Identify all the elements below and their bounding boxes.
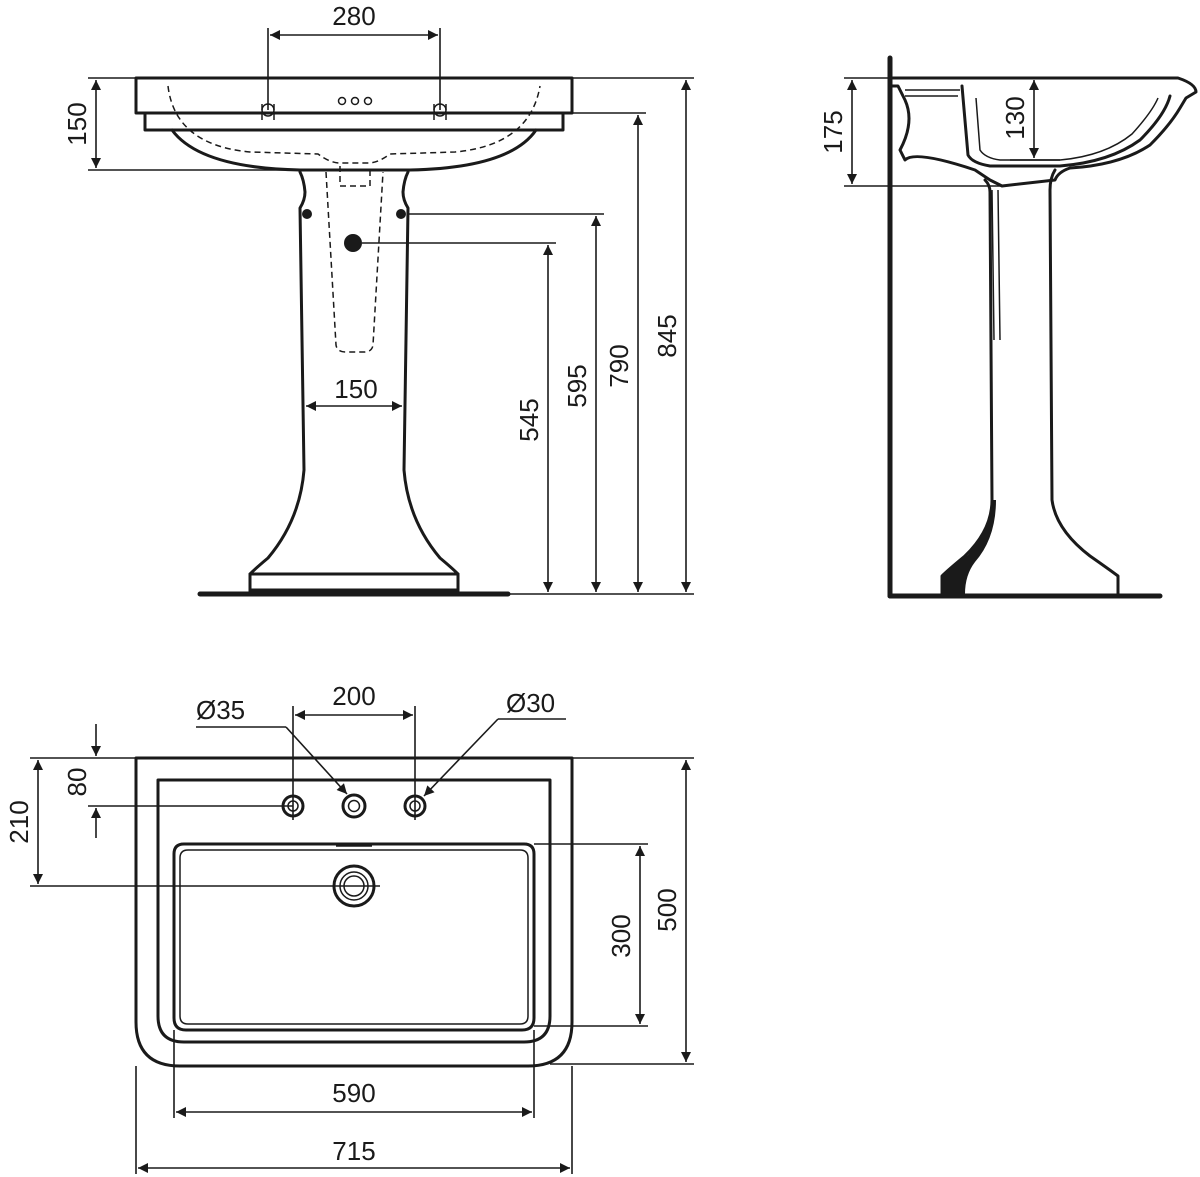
plan-tap-to-back-label: 80 xyxy=(62,768,92,797)
side-basin-profile xyxy=(890,76,1198,188)
plan-tap-hole-center-inner xyxy=(347,799,361,813)
front-fixing-height-label: 595 xyxy=(562,364,592,407)
side-hidden-detail xyxy=(905,89,960,97)
plan-bowl-depth-label: 300 xyxy=(606,914,636,957)
plan-tap-hole-right-label: Ø30 xyxy=(506,688,555,718)
plan-bowl-width-label: 590 xyxy=(332,1078,375,1108)
front-basin-depth-label: 150 xyxy=(62,102,92,145)
front-rim-underside-label: 790 xyxy=(604,344,634,387)
plan-basin-outline xyxy=(134,756,574,1068)
front-pedestal xyxy=(248,170,460,594)
side-bowl-inner-line xyxy=(975,97,1159,161)
side-bowl-depth-label: 130 xyxy=(1000,96,1030,139)
front-overflow-dot-2 xyxy=(350,96,360,106)
front-fixing-point-right xyxy=(396,209,406,219)
side-bowl-inner xyxy=(960,84,1172,168)
plan-bowl-inner-line xyxy=(179,849,529,1025)
front-total-height-label: 845 xyxy=(652,314,682,357)
front-tap-hole-left-hidden xyxy=(261,104,275,120)
front-fixing-point-left xyxy=(302,209,312,219)
front-waste-outlet xyxy=(344,234,362,252)
side-trap-hidden xyxy=(991,189,1001,341)
side-pedestal xyxy=(940,168,1120,596)
plan-tap-hole-center xyxy=(341,793,367,819)
front-tap-hole-right-hidden xyxy=(433,104,447,120)
side-pedestal-base-shade xyxy=(942,500,996,594)
plan-view: 200 Ø35 Ø30 80 210 300 500 590 xyxy=(4,681,694,1174)
front-basin-bowl xyxy=(170,128,538,172)
plan-bowl-outline xyxy=(172,842,536,1032)
side-elevation: 175 130 xyxy=(818,55,1198,599)
plan-waste-to-back-label: 210 xyxy=(4,800,34,843)
front-pedestal-base xyxy=(248,572,460,592)
front-basin-underside xyxy=(143,111,565,132)
front-waste-height-label: 545 xyxy=(514,398,544,441)
plan-tap-hole-left-leader xyxy=(285,726,348,795)
plan-tap-hole-left-label: Ø35 xyxy=(196,695,245,725)
front-bowl-hidden-line xyxy=(167,85,541,164)
plan-basin-rim-inner xyxy=(156,778,552,1044)
front-overflow-dot-1 xyxy=(337,96,347,106)
front-overflow-dot-3 xyxy=(363,96,373,106)
front-tap-spacing-label: 280 xyxy=(332,1,375,31)
side-basin-depth-label: 175 xyxy=(818,110,848,153)
front-pedestal-width-label: 150 xyxy=(334,374,377,404)
plan-total-depth-label: 500 xyxy=(652,888,682,931)
plan-total-width-label: 715 xyxy=(332,1136,375,1166)
front-elevation: 280 150 150 545 595 790 845 xyxy=(62,1,694,597)
front-pedestal-hidden-outlet xyxy=(339,166,371,187)
plan-tap-spacing-label: 200 xyxy=(332,681,375,711)
front-pedestal-hidden-trap xyxy=(325,171,384,353)
plan-tap-hole-right-leader xyxy=(423,718,499,797)
front-basin-rim xyxy=(134,76,574,115)
